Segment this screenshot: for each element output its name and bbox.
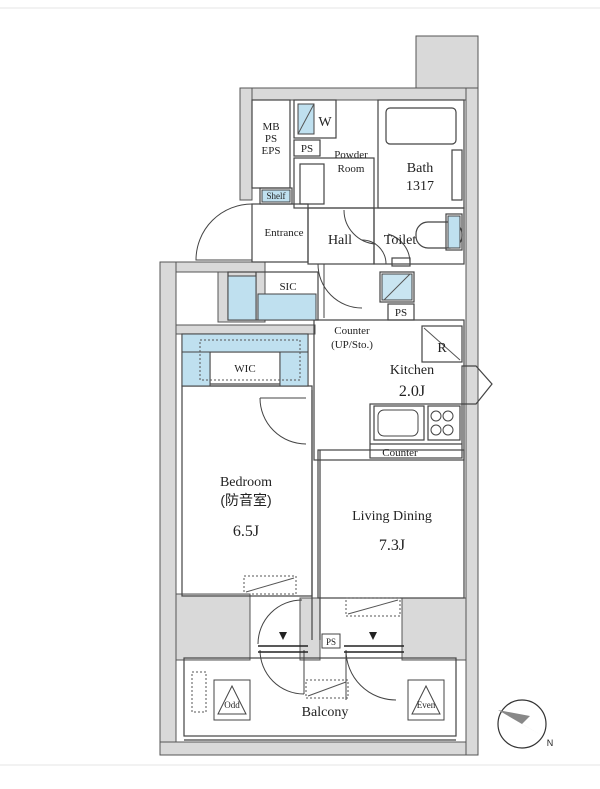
even-label: Even (417, 700, 436, 710)
w-label: W (318, 115, 332, 130)
ps-label: PS (265, 133, 277, 145)
kitchen-label: Kitchen (390, 363, 434, 378)
balcony-label: Balcony (302, 705, 349, 720)
living-size-label: 7.3J (379, 537, 405, 554)
living-label: Living Dining (352, 509, 432, 524)
door-arrow-icon (369, 632, 377, 640)
bedroom-sub-label: (防音室) (220, 492, 271, 508)
powder-label-2: Room (338, 163, 365, 175)
toilet-label: Toilet (384, 233, 417, 248)
ps-mid-label: PS (395, 307, 407, 319)
stove (430, 410, 454, 436)
mb-label: MB (262, 121, 279, 133)
diagonal-marks (245, 103, 461, 697)
odd-label: Odd (224, 700, 240, 710)
hall-label: Hall (328, 233, 352, 248)
bedroom-label: Bedroom (220, 475, 272, 490)
interior-lines (181, 99, 493, 741)
bedroom-size-label: 6.5J (233, 523, 259, 540)
door-arrow-icon (279, 632, 287, 640)
door-swings (195, 203, 411, 701)
ps-top-label: PS (301, 143, 313, 155)
eps-label: EPS (262, 145, 281, 157)
bath-size-label: 1317 (406, 179, 434, 194)
labels: MB PS EPS W PS Powder Room Bath 1317 She… (220, 115, 553, 748)
compass-n-label: N (547, 738, 554, 748)
exterior-walls (159, 35, 479, 756)
sic-label: SIC (279, 281, 296, 293)
entrance-label: Entrance (264, 227, 303, 239)
balcony-sliders (258, 645, 404, 653)
balcony-units (213, 679, 445, 721)
sink (377, 409, 419, 437)
counter-upsto-label-1: Counter (334, 325, 370, 337)
powder-label-1: Powder (334, 149, 368, 161)
shelf-label: Shelf (267, 191, 286, 201)
kitchen-size-label: 2.0J (399, 383, 425, 400)
ps-bottom-label: PS (326, 637, 336, 647)
counter-label: Counter (382, 447, 418, 459)
ps-bottom-box (321, 633, 341, 649)
storage-dotted-lines (191, 339, 401, 713)
compass (497, 699, 547, 749)
storage-fills (181, 103, 461, 387)
bath-label: Bath (407, 161, 433, 176)
counter-upsto-label-2: (UP/Sto.) (331, 339, 373, 351)
wic-label: WIC (234, 363, 255, 375)
r-label: R (437, 341, 447, 356)
